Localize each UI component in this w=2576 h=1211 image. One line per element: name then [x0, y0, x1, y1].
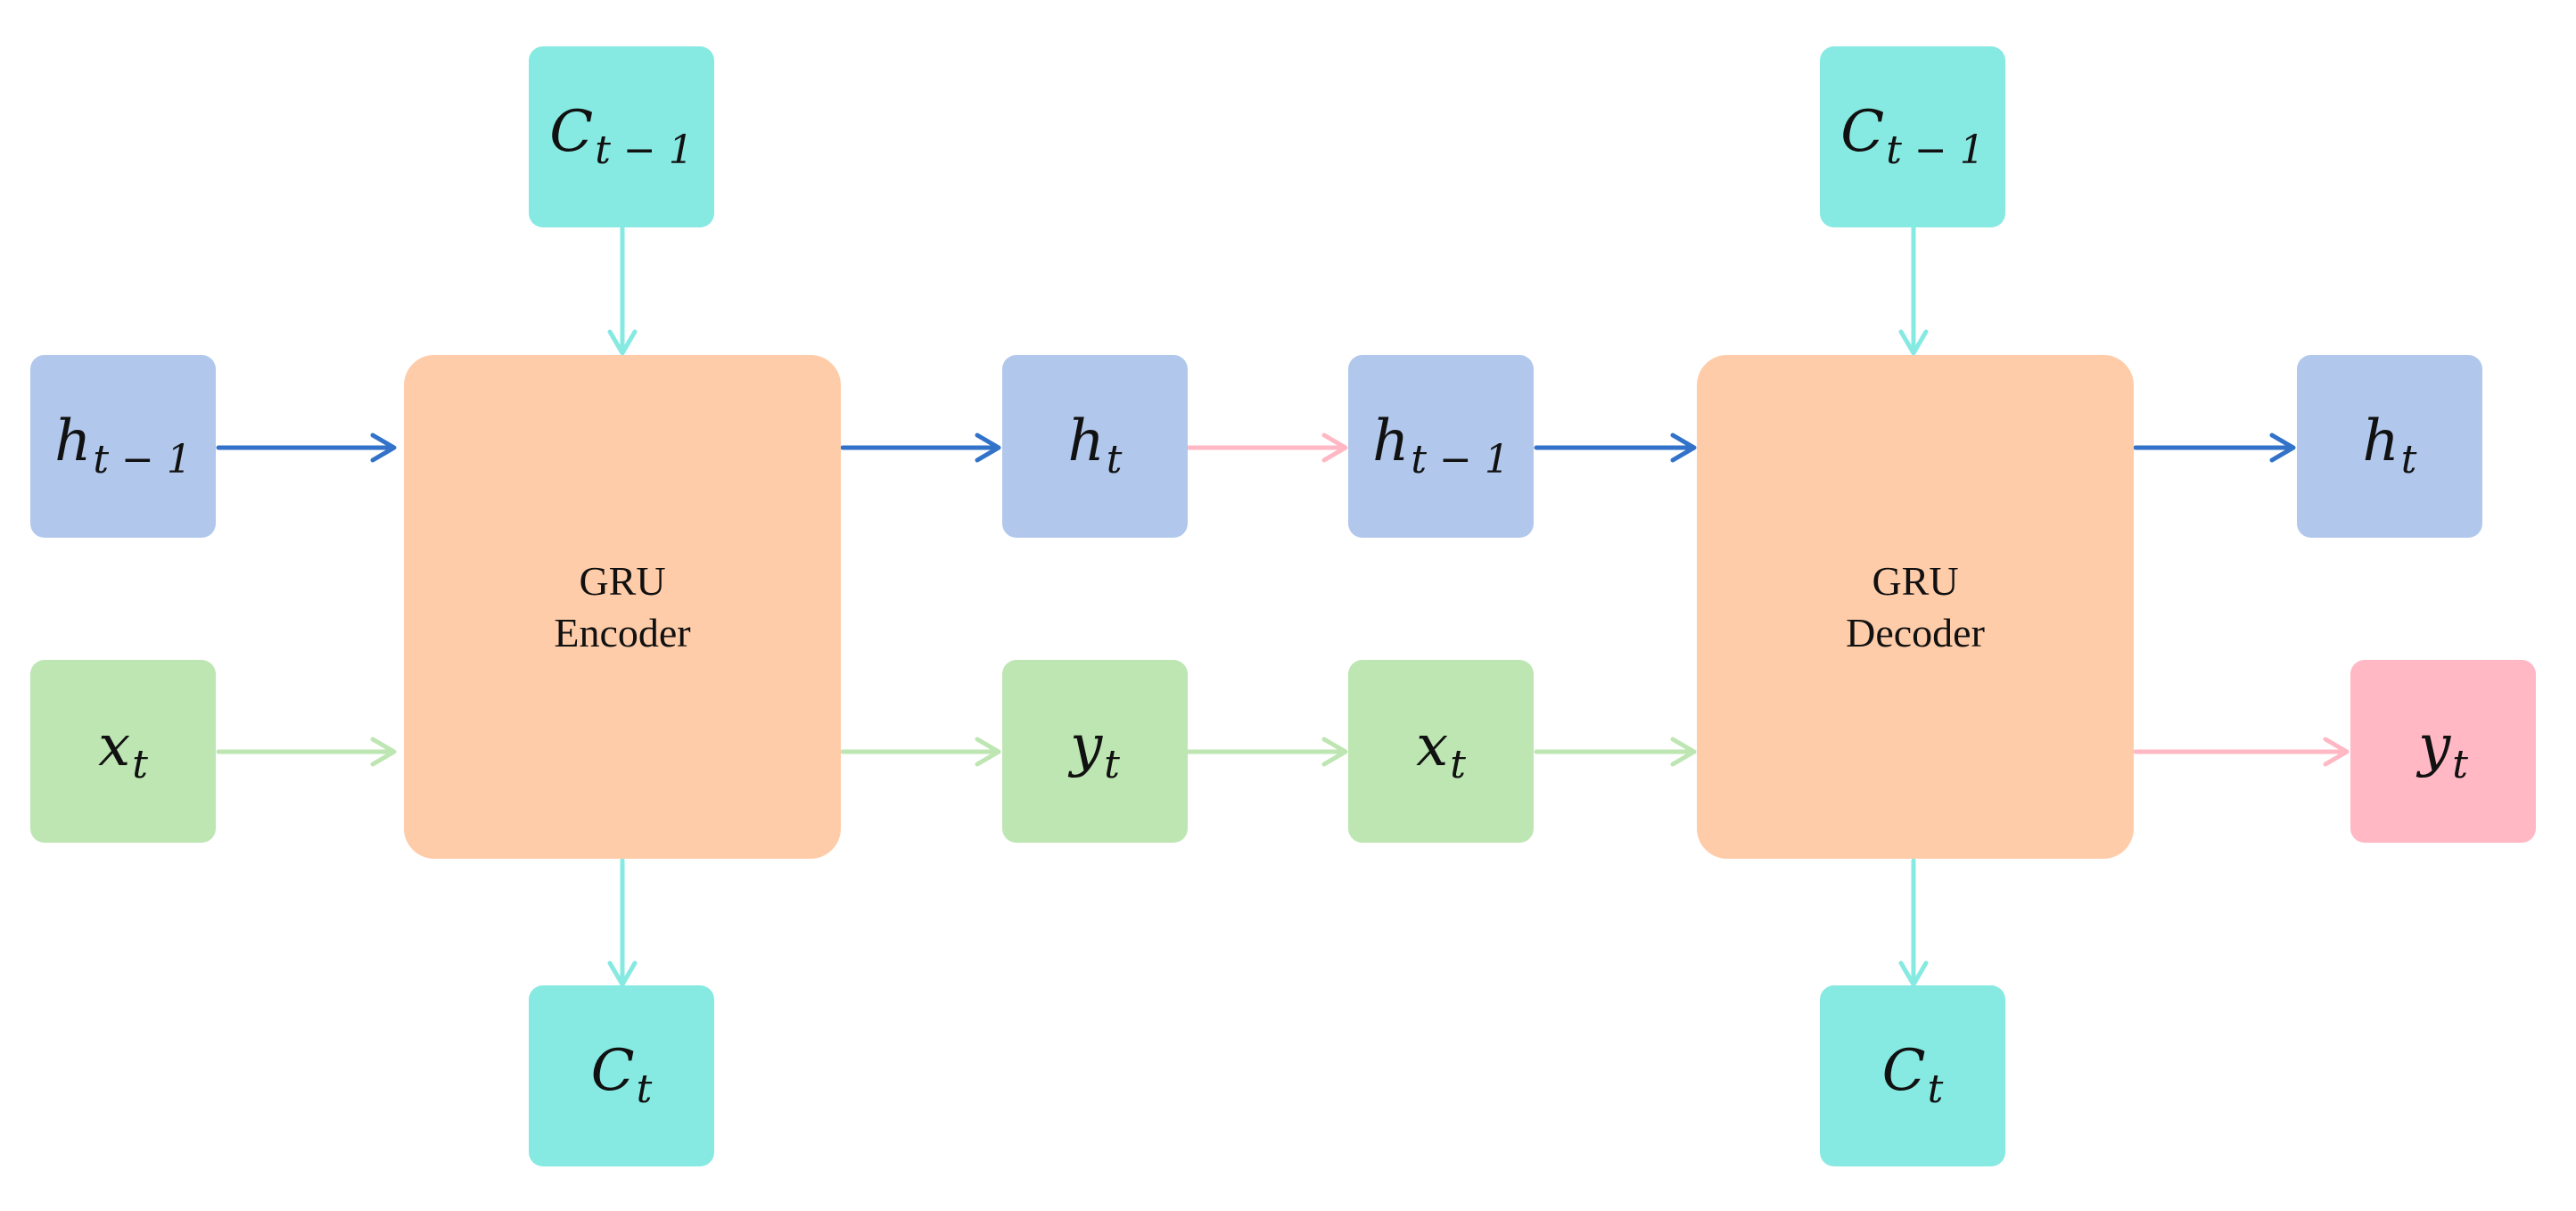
decoder-x-label: xt [1416, 713, 1466, 787]
decoder-c-prev-label: Ct − 1 [1840, 99, 1985, 173]
arrow-dec-y-out [2133, 737, 2350, 767]
arrow-enc-h-out [840, 432, 1001, 463]
arrow-dec-c-in [1898, 225, 1929, 356]
arrow-enc-x-in [216, 737, 397, 767]
encoder-c-node: Ct [529, 985, 714, 1166]
decoder-c-label: Ct [1881, 1038, 1944, 1112]
decoder-c-node: Ct [1820, 985, 2005, 1166]
arrow-enc-y-out [840, 737, 1001, 767]
encoder-c-prev-node: Ct − 1 [529, 46, 714, 227]
gru-decoder-subtitle: Decoder [1846, 609, 1985, 655]
encoder-c-prev-label: Ct − 1 [549, 99, 694, 173]
gru-encoder-block: GRU Encoder [404, 355, 841, 859]
encoder-y-label: yt [1070, 713, 1120, 787]
decoder-x-node: xt [1348, 660, 1534, 843]
gru-decoder-title: GRU [1872, 557, 1959, 604]
arrow-bridge-h [1186, 432, 1348, 463]
decoder-h-prev-label: ht − 1 [1372, 408, 1510, 482]
encoder-h-prev-node: ht − 1 [30, 355, 216, 538]
encoder-h-node: ht [1002, 355, 1188, 538]
encoder-x-label: xt [98, 713, 148, 787]
gru-decoder-block: GRU Decoder [1697, 355, 2134, 859]
decoder-c-prev-node: Ct − 1 [1820, 46, 2005, 227]
decoder-h-prev-node: ht − 1 [1348, 355, 1534, 538]
decoder-h-node: ht [2297, 355, 2482, 538]
arrow-enc-h-in [216, 432, 397, 463]
arrow-bridge-xy [1186, 737, 1348, 767]
arrow-enc-c-out [607, 858, 638, 987]
arrow-dec-x-in [1534, 737, 1697, 767]
decoder-y-output-node: yt [2350, 660, 2536, 843]
gru-encoder-subtitle: Encoder [554, 609, 691, 655]
gru-encoder-title: GRU [579, 557, 666, 604]
encoder-y-node: yt [1002, 660, 1188, 843]
decoder-h-label: ht [2362, 408, 2417, 482]
encoder-h-label: ht [1067, 408, 1123, 482]
arrow-enc-c-in [607, 225, 638, 356]
decoder-y-output-label: yt [2418, 713, 2468, 787]
encoder-h-prev-label: ht − 1 [54, 408, 192, 482]
encoder-x-node: xt [30, 660, 216, 843]
arrow-dec-h-in [1534, 432, 1697, 463]
encoder-c-label: Ct [590, 1038, 653, 1112]
arrow-dec-h-out [2133, 432, 2296, 463]
arrow-dec-c-out [1898, 858, 1929, 987]
